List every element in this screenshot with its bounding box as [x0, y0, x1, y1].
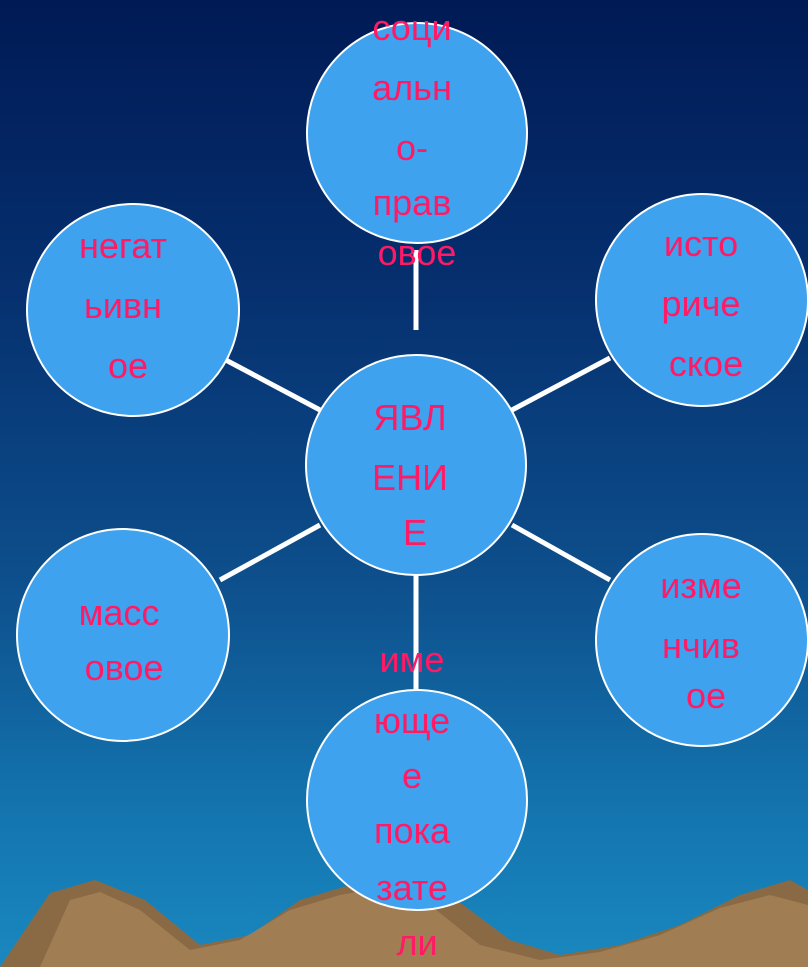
node-top-left-label: негат ьивн ое [79, 225, 177, 386]
mountain-silhouette [0, 875, 808, 967]
connector-top-left [220, 355, 322, 413]
connector-bottom-left [218, 522, 322, 583]
node-bottom-right: изме нчив ое [595, 533, 808, 747]
node-bottom-right-label: изме нчив ое [660, 565, 751, 716]
node-top-left: негат ьивн ое [26, 203, 240, 417]
node-top-label: соци альн о- прав овое [372, 7, 462, 273]
connector-top-right [510, 355, 612, 413]
connector-lines [218, 250, 612, 700]
node-top-right: исто риче ское [595, 193, 808, 407]
node-center: ЯВЛ ЕНИ Е [305, 354, 527, 576]
node-bottom-label: име юще е пока зате ли [374, 639, 460, 963]
node-center-label: ЯВЛ ЕНИ Е [372, 397, 458, 553]
node-bottom-left: масс овое [16, 528, 230, 742]
node-top: соци альн о- прав овое [306, 7, 528, 273]
node-bottom-left-label: масс овое [79, 592, 170, 688]
node-top-right-label: исто риче ское [662, 223, 751, 384]
connector-bottom-right [510, 522, 612, 583]
node-bottom: име юще е пока зате ли [306, 639, 528, 963]
